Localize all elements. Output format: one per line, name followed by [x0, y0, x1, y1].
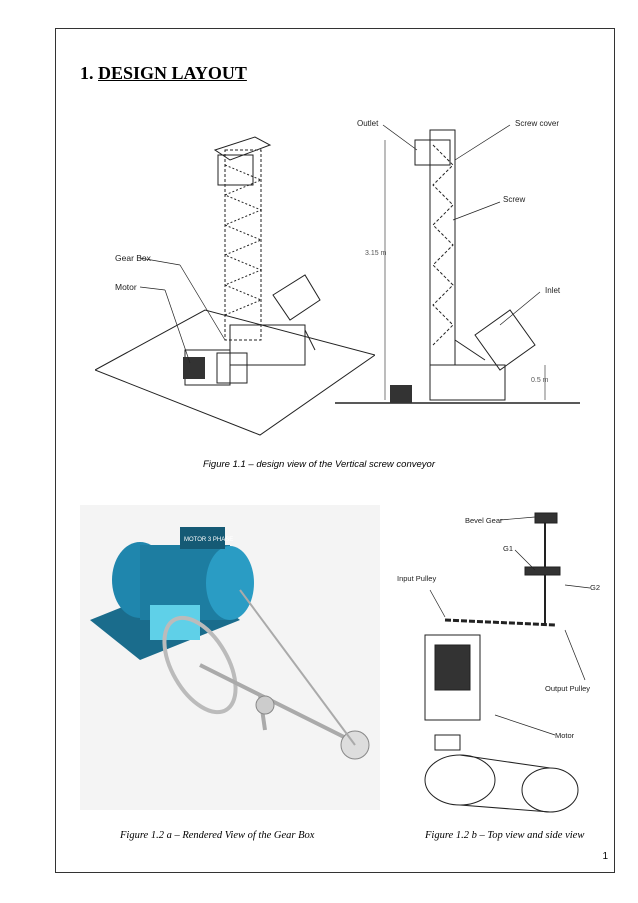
iso-motor-label: Motor	[115, 282, 137, 292]
motor-label: Motor	[555, 731, 575, 740]
section-number: 1.	[80, 63, 94, 83]
figure-1-1-isometric-drawing: Gear Box Motor	[95, 136, 375, 436]
side-screw-label: Screw	[503, 195, 525, 204]
side-screw-cover-label: Screw cover	[515, 119, 559, 128]
figure-1-2b-caption: Figure 1.2 b – Top view and side view	[425, 830, 585, 841]
side-inlet-label: Inlet	[545, 286, 561, 295]
side-outlet-label: Outlet	[357, 119, 379, 128]
bevel-gear-label: Bevel Gear	[465, 516, 503, 525]
motor-plate-text: MOTOR 3 PHASE	[184, 537, 233, 543]
figure-1-2b-top-side-drawing: Bevel Gear G1 G2 Input Pulley Output Pul…	[397, 512, 600, 813]
g2-label: G2	[590, 583, 600, 592]
figure-1-1-side-drawing: Outlet Screw cover Screw Inlet 3.15 m 0.…	[335, 119, 580, 404]
section-title: DESIGN LAYOUT	[98, 63, 247, 83]
figure-1-1-caption: Figure 1.1 – design view of the Vertical…	[203, 459, 435, 470]
section-heading: 1. DESIGN LAYOUT	[80, 63, 247, 84]
output-pulley-label: Output Pulley	[545, 684, 590, 693]
input-pulley-label: Input Pulley	[397, 574, 436, 583]
figure-1-2a-rendered-gearbox: MOTOR 3 PHASE	[80, 505, 380, 810]
side-height-total-label: 3.15 m	[365, 250, 387, 257]
side-height-base-label: 0.5 m	[531, 377, 549, 384]
iso-gear-box-label: Gear Box	[115, 253, 152, 263]
figure-1-2a-caption: Figure 1.2 a – Rendered View of the Gear…	[120, 830, 315, 841]
g1-label: G1	[503, 544, 513, 553]
page-border	[55, 28, 615, 873]
page-number: 1	[602, 851, 608, 862]
